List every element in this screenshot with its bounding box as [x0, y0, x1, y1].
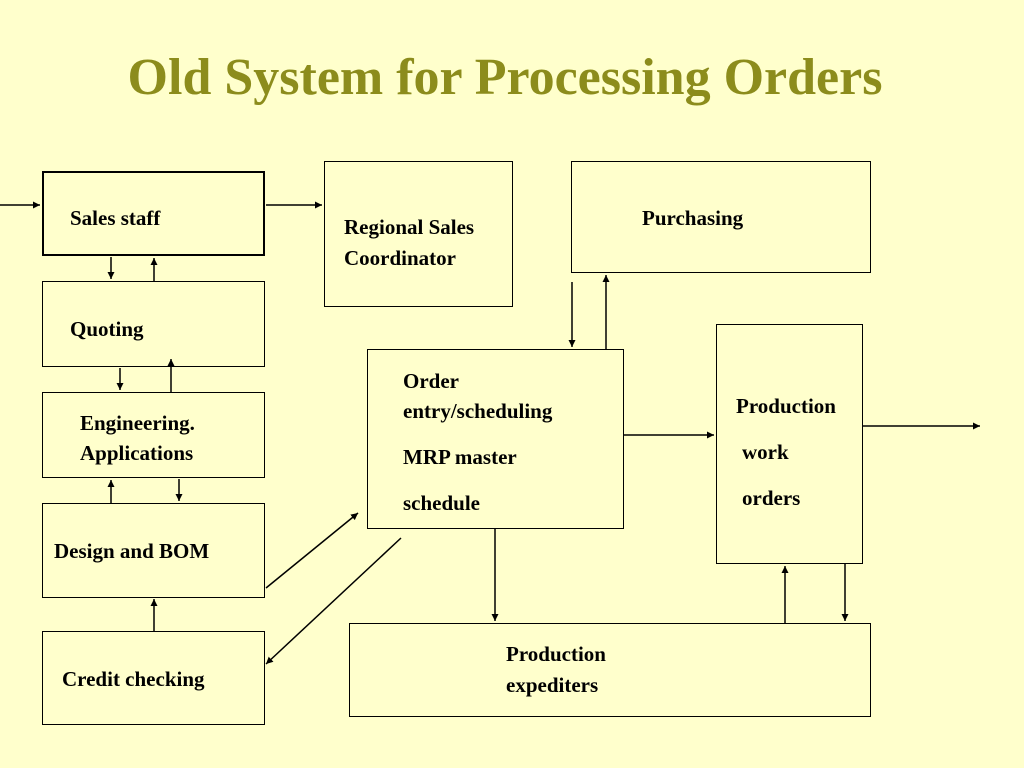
production-expediters-box — [349, 623, 871, 717]
order-entry-label-line-4: schedule — [403, 491, 481, 515]
production-work-orders-label-line-3: orders — [742, 486, 801, 510]
design-bom-box — [42, 503, 265, 598]
regional-sales-label-line-1: Regional Sales — [344, 215, 475, 239]
order-entry-label-line-2: entry/scheduling — [403, 399, 553, 423]
engineering-applications-box — [42, 392, 265, 478]
purchasing-box — [571, 161, 871, 273]
regional-sales-label-line-2: Coordinator — [344, 246, 456, 270]
sales-staff-label: Sales staff — [70, 206, 161, 230]
order-entry-label-line-3: MRP master — [403, 445, 517, 469]
arrow-order-entry-to-credit-checking — [265, 537, 402, 665]
engineering-label-line-1: Engineering. — [80, 411, 195, 435]
production-work-orders-box — [716, 324, 863, 564]
regional-sales-coordinator-box — [324, 161, 513, 307]
production-work-orders-label-line-2: work — [742, 440, 789, 464]
arrow-design-bom-to-order-entry — [265, 512, 359, 589]
sales-staff-box — [42, 171, 265, 256]
production-work-orders-label-line-1: Production — [736, 394, 836, 418]
credit-checking-box — [42, 631, 265, 725]
engineering-label-line-2: Applications — [80, 441, 194, 465]
design-bom-label: Design and BOM — [54, 539, 210, 563]
production-expediters-label-line-1: Production — [506, 642, 606, 666]
purchasing-label: Purchasing — [642, 206, 744, 230]
quoting-label: Quoting — [70, 317, 144, 341]
quoting-box — [42, 281, 265, 367]
production-expediters-label-line-2: expediters — [506, 673, 599, 697]
credit-checking-label: Credit checking — [62, 667, 205, 691]
order-entry-label-line-1: Order — [403, 369, 459, 393]
page-title: Old System for Processing Orders — [127, 49, 883, 106]
order-entry-box — [367, 349, 624, 529]
